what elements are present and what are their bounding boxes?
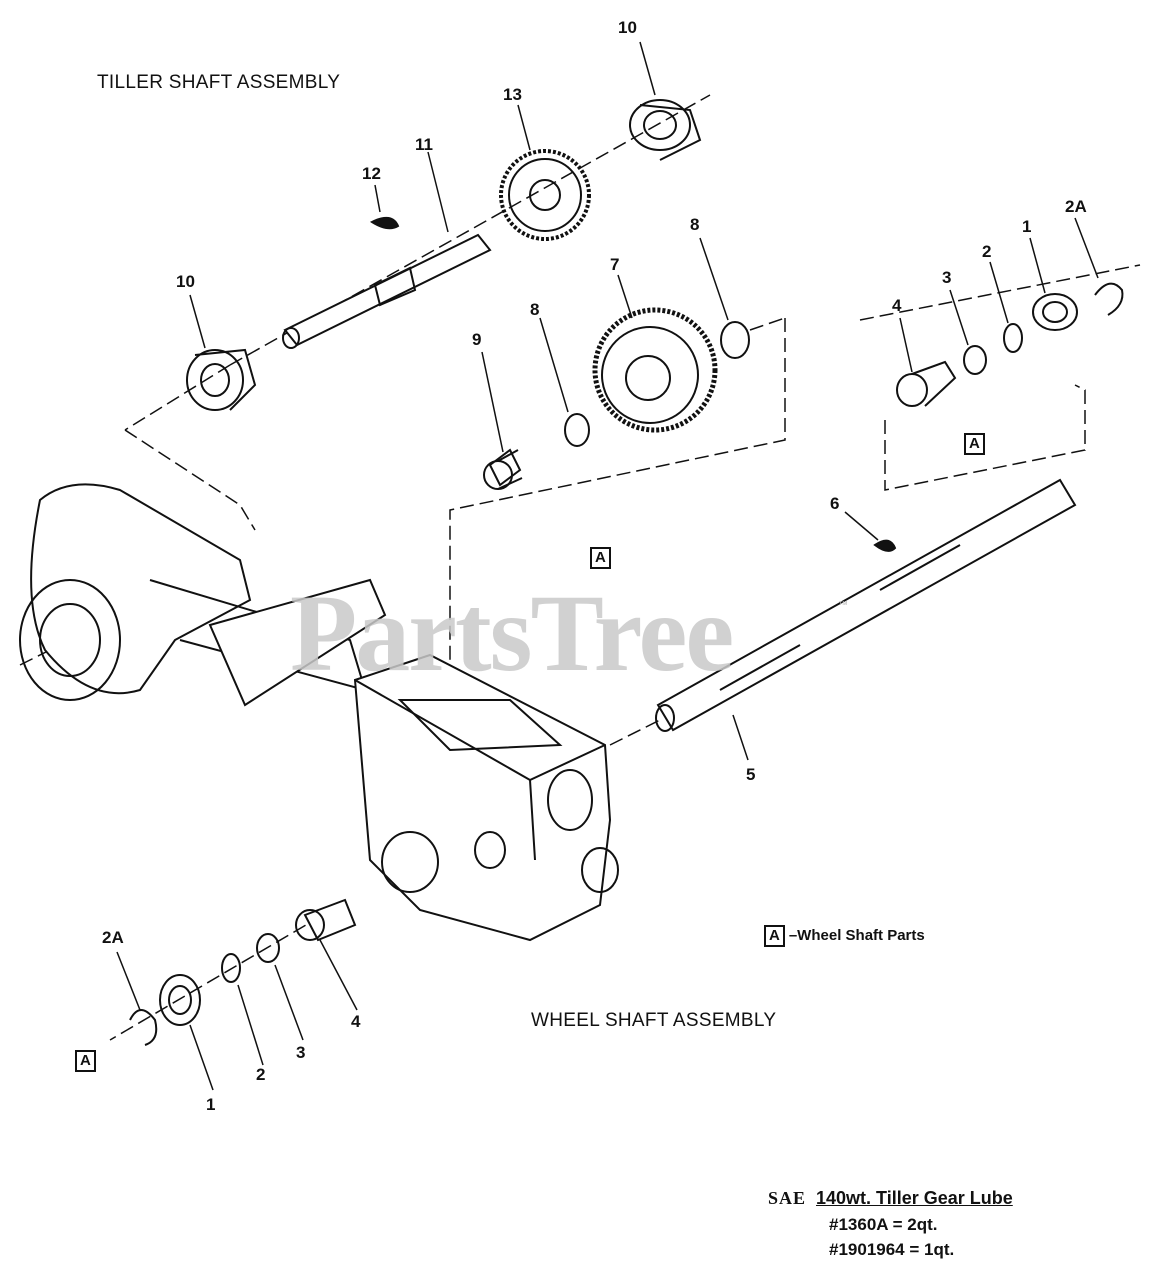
callout-13: 13 <box>503 85 522 104</box>
wheel-parts-right <box>896 282 1124 407</box>
callout-6: 6 <box>830 494 840 513</box>
lube-spec-text: 140wt. Tiller Gear Lube <box>816 1188 1013 1208</box>
callout-3-left: 3 <box>296 1043 306 1062</box>
tiller-shaft-11 <box>282 233 492 349</box>
callout-2a-right: 2A <box>1065 197 1087 216</box>
callout-5: 5 <box>746 765 756 784</box>
callout-1-left: 1 <box>206 1095 216 1114</box>
gear-7 <box>592 307 718 433</box>
lube-spec: SAE 140wt. Tiller Gear Lube <box>768 1188 1013 1209</box>
callout-12: 12 <box>362 164 381 183</box>
lube-line-2: #1901964 = 1qt. <box>829 1240 955 1259</box>
tiller-shaft-title: TILLER SHAFT ASSEMBLY <box>97 72 341 93</box>
bearing-10-top <box>629 99 702 161</box>
bushing-9 <box>483 448 523 490</box>
watermark-tm: ™ <box>838 600 848 611</box>
wheel-shaft-title: WHEEL SHAFT ASSEMBLY <box>531 1010 777 1031</box>
washer-8-right <box>720 321 750 359</box>
callout-4-right: 4 <box>892 296 902 315</box>
marker-a-left: A <box>75 1050 96 1072</box>
key-12 <box>369 216 400 230</box>
washer-8-left <box>564 413 590 447</box>
callout-2a-left: 2A <box>102 928 124 947</box>
lube-sae: SAE <box>768 1188 807 1208</box>
callout-11: 11 <box>415 135 433 154</box>
callout-1-right: 1 <box>1022 217 1032 236</box>
watermark: PartsTree <box>290 572 734 694</box>
marker-a-right: A <box>964 433 985 455</box>
wheel-shaft-5 <box>655 478 1077 732</box>
callout-4-left: 4 <box>351 1012 361 1031</box>
callout-10-top: 10 <box>618 18 637 37</box>
transmission-case <box>353 653 619 942</box>
bearing-10-left <box>186 348 257 411</box>
marker-a-center: A <box>590 547 611 569</box>
callout-8-left: 8 <box>530 300 540 319</box>
callout-9: 9 <box>472 330 482 349</box>
tiller-housing <box>19 483 387 707</box>
lube-line-1: #1360A = 2qt. <box>829 1215 938 1234</box>
callout-2-right: 2 <box>982 242 992 261</box>
callout-8-right: 8 <box>690 215 700 234</box>
callout-7: 7 <box>610 255 620 274</box>
legend: A–Wheel Shaft Parts <box>764 925 925 947</box>
callout-3-right: 3 <box>942 268 952 287</box>
wheel-parts-left <box>129 898 357 1046</box>
callout-leaders <box>116 41 1099 1091</box>
gear-13 <box>499 149 591 241</box>
legend-box: A <box>764 925 785 947</box>
callout-2-left: 2 <box>256 1065 266 1084</box>
legend-text: –Wheel Shaft Parts <box>788 927 925 944</box>
callout-10-left: 10 <box>176 272 195 291</box>
key-6 <box>873 539 897 552</box>
